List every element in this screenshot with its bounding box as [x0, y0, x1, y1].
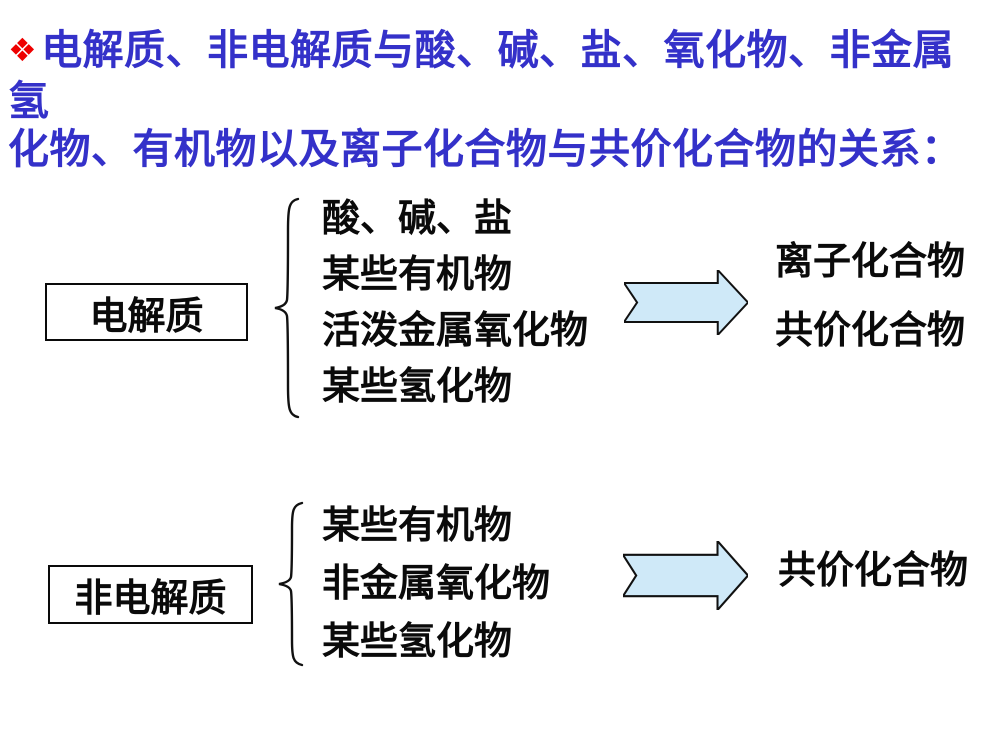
electrolyte-label: 电解质 — [89, 295, 204, 338]
electrolyte-box: 电解质 — [45, 283, 248, 341]
title-line-1: ❖电解质、非电解质与酸、碱、盐、氧化物、非金属氢 — [8, 26, 994, 125]
slide-title: ❖电解质、非电解质与酸、碱、盐、氧化物、非金属氢 化物、有机物以及离子化合物与共… — [8, 26, 994, 173]
electrolyte-item-list: 酸、碱、盐 某些有机物 活泼金属氧化物 某些氢化物 — [322, 191, 588, 415]
non-electrolyte-box: 非电解质 — [48, 565, 253, 624]
result-covalent-compound: 共价化合物 — [778, 550, 969, 592]
result-covalent-compound: 共价化合物 — [775, 310, 966, 352]
right-arrow-icon — [624, 270, 748, 335]
list-item: 某些氢化物 — [322, 621, 513, 663]
list-item: 酸、碱、盐 — [322, 198, 513, 240]
left-brace-icon — [274, 197, 300, 419]
non-electrolyte-label: 非电解质 — [74, 578, 227, 620]
diamond-bullet-icon: ❖ — [8, 31, 38, 69]
title-line-1-text: 电解质、非电解质与酸、碱、盐、氧化物、非金属氢 — [8, 27, 955, 124]
list-item: 某些有机物 — [322, 505, 513, 547]
non-electrolyte-item-list: 某些有机物 非金属氧化物 某些氢化物 — [322, 497, 550, 671]
list-item: 活泼金属氧化物 — [322, 310, 589, 352]
left-brace-icon — [278, 501, 304, 667]
title-line-2: 化物、有机物以及离子化合物与共价化合物的关系： — [8, 126, 963, 172]
list-item: 某些氢化物 — [322, 366, 513, 408]
list-item: 某些有机物 — [322, 254, 513, 296]
list-item: 非金属氧化物 — [322, 563, 551, 605]
result-ionic-compound: 离子化合物 — [775, 241, 966, 283]
right-arrow-icon — [623, 541, 748, 610]
